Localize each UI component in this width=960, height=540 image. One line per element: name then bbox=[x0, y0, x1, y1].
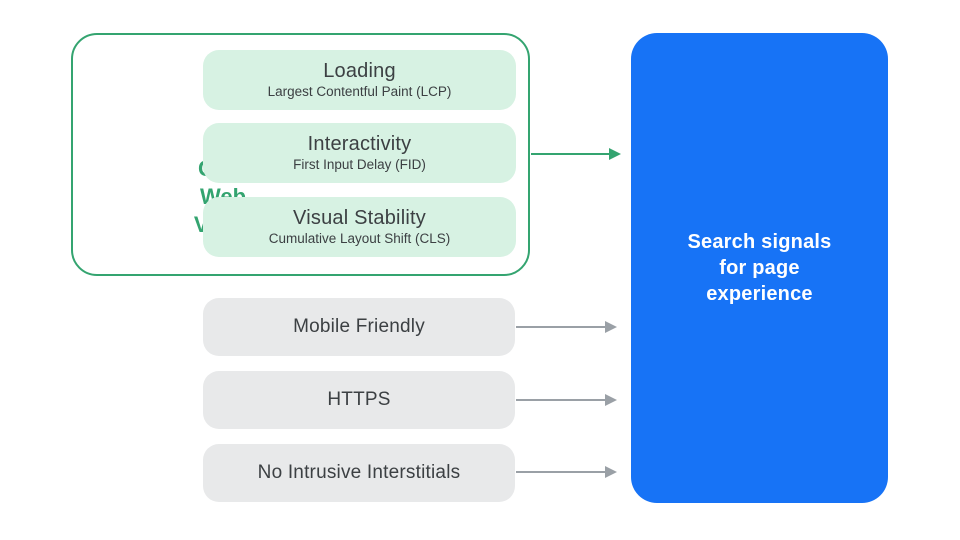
search-signals-label: Search signals for page experience bbox=[687, 231, 832, 305]
vital-title-visual-stability: Visual Stability bbox=[293, 207, 426, 229]
signal-pill-no-intrusive-interstitials: No Intrusive Interstitials bbox=[203, 444, 515, 502]
arrow-mobile-friendly bbox=[516, 321, 617, 333]
vital-pill-interactivity: Interactivity First Input Delay (FID) bbox=[203, 123, 516, 183]
arrow-core-web-vitals bbox=[531, 148, 621, 160]
arrow-no-intrusive-interstitials bbox=[516, 466, 617, 478]
vital-title-loading: Loading bbox=[323, 60, 396, 82]
vital-subtitle-fid: First Input Delay (FID) bbox=[293, 157, 426, 172]
search-signals-box: Search signals for page experience bbox=[631, 33, 888, 503]
signal-pill-mobile-friendly: Mobile Friendly bbox=[203, 298, 515, 356]
vital-pill-visual-stability: Visual Stability Cumulative Layout Shift… bbox=[203, 197, 516, 257]
vital-subtitle-cls: Cumulative Layout Shift (CLS) bbox=[268, 231, 451, 246]
signal-pill-https: HTTPS bbox=[203, 371, 515, 429]
arrow-https bbox=[516, 394, 617, 406]
vital-subtitle-lcp: Largest Contentful Paint (LCP) bbox=[267, 84, 452, 99]
vital-pill-loading: Loading Largest Contentful Paint (LCP) bbox=[203, 50, 516, 110]
vital-title-interactivity: Interactivity bbox=[307, 133, 412, 155]
